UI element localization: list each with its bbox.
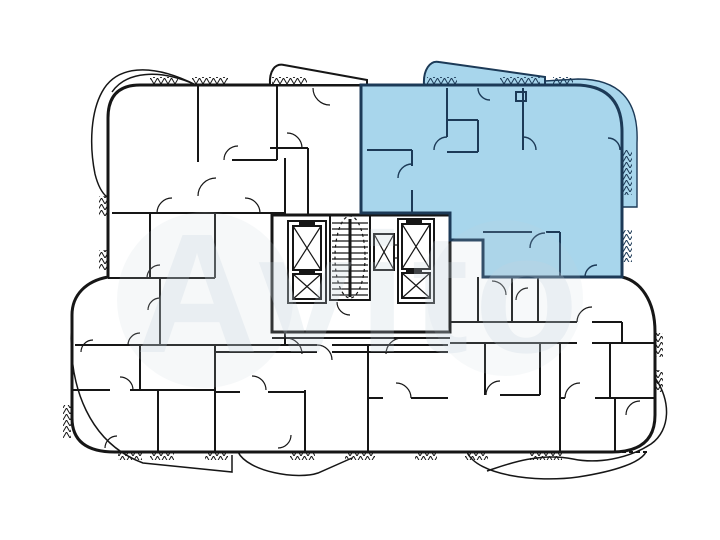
window-hatch bbox=[655, 370, 663, 392]
window-hatch bbox=[150, 77, 178, 85]
staircase bbox=[329, 214, 371, 301]
walls-bottom-center bbox=[215, 344, 448, 452]
window-hatch bbox=[655, 333, 663, 357]
highlight-interior-walls bbox=[367, 88, 561, 277]
window-hatch bbox=[99, 196, 107, 216]
window-hatch-highlight bbox=[427, 77, 457, 85]
highlight-unit-outline bbox=[359, 83, 624, 279]
elevator-lintel bbox=[299, 221, 315, 226]
elevator-lintel bbox=[406, 219, 422, 224]
window-hatch bbox=[99, 250, 107, 270]
elevator-x-icon bbox=[292, 225, 322, 271]
window-hatch bbox=[272, 77, 307, 85]
window-hatch bbox=[465, 452, 488, 460]
window-hatch bbox=[205, 452, 228, 460]
balcony-bottom-left bbox=[70, 317, 233, 473]
stairwell-wall bbox=[329, 214, 371, 301]
window-hatch bbox=[150, 452, 174, 460]
watermark-circle bbox=[117, 212, 293, 388]
elevator-core bbox=[270, 213, 452, 339]
elevator-x-icon bbox=[401, 223, 431, 270]
elevator-lintel bbox=[299, 269, 315, 274]
window-hatch bbox=[63, 405, 71, 438]
elevator-x-icon bbox=[373, 233, 395, 271]
elevator-bank-right bbox=[397, 218, 435, 304]
window-hatch bbox=[192, 77, 228, 85]
window-hatch-highlight bbox=[623, 150, 632, 195]
highlighted-apartment bbox=[359, 60, 638, 279]
door-arc bbox=[80, 87, 641, 449]
elevator-lintel bbox=[406, 269, 422, 274]
balcony-top-left bbox=[90, 69, 197, 198]
window-hatches bbox=[63, 77, 663, 460]
stair-swing-dashed bbox=[334, 215, 366, 299]
window-hatch bbox=[415, 452, 437, 460]
elevator-x-icon bbox=[292, 273, 322, 300]
watermark-text: Avito bbox=[136, 199, 585, 389]
walls-bottom-right bbox=[484, 343, 655, 452]
balcony-bottom-right bbox=[486, 377, 668, 472]
balcony-top-left-inner bbox=[111, 73, 197, 93]
highlight-shaft bbox=[515, 91, 527, 102]
window-hatch-highlight bbox=[500, 77, 540, 85]
window-hatch bbox=[290, 452, 315, 460]
balcony-bottom-center-left bbox=[237, 451, 353, 477]
window-hatch bbox=[118, 452, 142, 460]
elevator-x-icon bbox=[401, 272, 431, 299]
window-hatch bbox=[530, 452, 562, 460]
elevator-bank-left bbox=[287, 220, 327, 304]
window-hatch bbox=[345, 452, 375, 460]
window-hatch-highlight bbox=[623, 230, 632, 262]
watermark: Avito bbox=[117, 199, 585, 389]
balcony-bottom-center-right bbox=[466, 451, 647, 480]
door-arcs bbox=[80, 87, 641, 449]
walls-left-column bbox=[72, 278, 216, 452]
highlight-door-arc bbox=[397, 87, 621, 278]
window-hatch-highlight bbox=[553, 77, 573, 85]
watermark-circle bbox=[427, 220, 583, 376]
elevator-middle bbox=[373, 233, 399, 271]
